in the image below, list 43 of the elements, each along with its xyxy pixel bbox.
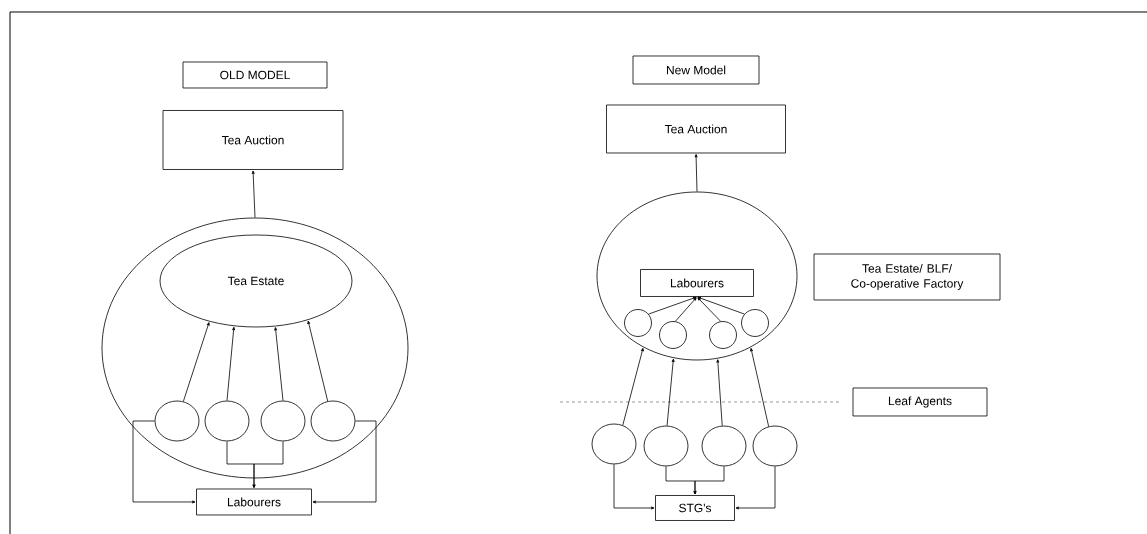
arrow (613, 464, 655, 510)
arrow (675, 297, 697, 322)
small-circle (752, 425, 798, 467)
arrow (697, 296, 745, 315)
arrow (693, 466, 725, 495)
small-circle (701, 425, 747, 467)
arrow (697, 297, 721, 322)
arrow (735, 466, 776, 510)
process-box: Labourers (196, 488, 312, 516)
outer-circle (596, 191, 798, 361)
arrow (750, 347, 770, 427)
process-box: Tea Auction (606, 104, 786, 154)
label-box: Leaf Agents (852, 387, 988, 417)
small-circle (310, 400, 356, 442)
small-circle (643, 425, 689, 467)
arrow (666, 358, 675, 426)
arrow (307, 320, 329, 402)
small-circle (709, 321, 737, 349)
small-circle (659, 321, 687, 349)
arrow (182, 322, 210, 402)
small-circle (624, 309, 652, 337)
arrow (132, 420, 196, 504)
arrow (312, 420, 377, 504)
process-box: Tea Auction (162, 110, 344, 170)
arrow (252, 441, 284, 488)
small-circle (260, 400, 306, 442)
process-box: STG's (655, 495, 735, 521)
arrow (716, 359, 723, 427)
arrow (274, 327, 284, 401)
arrow (622, 347, 644, 426)
small-circle (204, 400, 250, 442)
title-box: OLD MODEL (182, 61, 328, 89)
arrow (226, 326, 236, 401)
small-circle (154, 400, 200, 442)
small-circle (741, 309, 769, 337)
label-box: Tea Estate/ BLF/ Co-operative Factory (813, 253, 1001, 301)
title-box: New Model (632, 55, 760, 85)
process-box: Labourers (640, 269, 754, 297)
small-circle (591, 423, 637, 465)
arrow (648, 296, 697, 315)
arrow (251, 170, 256, 218)
outer-circle (101, 217, 409, 479)
arrow (694, 154, 698, 192)
